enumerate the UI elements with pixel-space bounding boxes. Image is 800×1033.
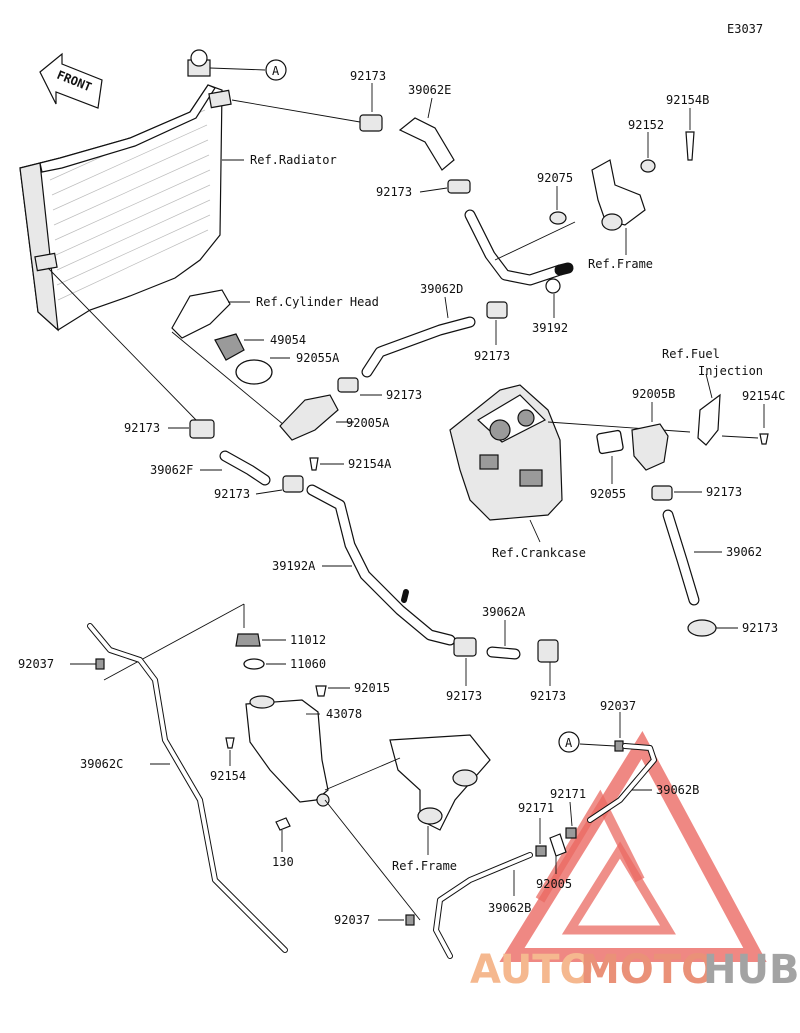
label-92037-a: 92037: [18, 657, 54, 671]
label-92173-e: 92173: [124, 421, 160, 435]
label-ref-frame-b: Ref.Frame: [392, 859, 457, 873]
diagram-code: E3037: [727, 22, 763, 36]
label-49054: 49054: [270, 333, 306, 347]
label-130: 130: [272, 855, 294, 869]
label-92173-d: 92173: [474, 349, 510, 363]
watermark-moto: MOTO: [580, 947, 715, 993]
label-92154c: 92154C: [742, 389, 785, 403]
label-92055: 92055: [590, 487, 626, 501]
label-92173-j: 92173: [530, 689, 566, 703]
label-39062b-a: 39062B: [656, 783, 699, 797]
label-92037-c: 92037: [334, 913, 370, 927]
watermark-auto: AUTO: [470, 947, 594, 993]
label-92075: 92075: [537, 171, 573, 185]
label-ref-fuel-2: Injection: [698, 364, 763, 378]
label-92015: 92015: [354, 681, 390, 695]
watermark-triangle-outer: [499, 731, 767, 962]
label-92055a: 92055A: [296, 351, 340, 365]
label-ref-radiator: Ref.Radiator: [250, 153, 337, 167]
watermark-triangle-inner: [561, 841, 676, 935]
label-ref-frame-a: Ref.Frame: [588, 257, 653, 271]
reservoir-tank: [245, 695, 330, 807]
label-39192: 39192: [532, 321, 568, 335]
label-92154b: 92154B: [666, 93, 709, 107]
label-92171-b: 92171: [518, 801, 554, 815]
watermark: AUTO MOTO HUB: [470, 731, 799, 993]
label-92152: 92152: [628, 118, 664, 132]
label-11060: 11060: [290, 657, 326, 671]
label-39062a: 39062A: [482, 605, 526, 619]
label-92171-a: 92171: [550, 787, 586, 801]
label-92173-g: 92173: [706, 485, 742, 499]
label-39062c: 39062C: [80, 757, 123, 771]
label-ref-cyl-head: Ref.Cylinder Head: [256, 295, 379, 309]
label-ref-crankcase: Ref.Crankcase: [492, 546, 586, 560]
radiator: [19, 49, 232, 332]
label-39062b-b: 39062B: [488, 901, 531, 915]
front-arrow-icon: FRONT: [39, 52, 103, 109]
label-92173-f: 92173: [214, 487, 250, 501]
label-39062f: 39062F: [150, 463, 193, 477]
label-39192a: 39192A: [272, 559, 316, 573]
label-92173-h: 92173: [742, 621, 778, 635]
svg-text:A: A: [272, 64, 280, 78]
label-ref-fuel-1: Ref.Fuel: [662, 347, 720, 361]
label-43078: 43078: [326, 707, 362, 721]
label-39062e: 39062E: [408, 83, 451, 97]
label-92005b: 92005B: [632, 387, 675, 401]
label-92154a: 92154A: [348, 457, 392, 471]
connector-a-bottom-icon: [558, 731, 580, 753]
label-92173-a: 92173: [350, 69, 386, 83]
label-39062: 39062: [726, 545, 762, 559]
label-39062d: 39062D: [420, 282, 463, 296]
svg-text:A: A: [565, 736, 573, 750]
watermark-triangle-zig: [535, 789, 645, 903]
crankcase: [449, 384, 563, 521]
label-92173-b: 92173: [376, 185, 412, 199]
label-11012: 11012: [290, 633, 326, 647]
connector-a-top-icon: [265, 59, 287, 81]
label-92005a: 92005A: [346, 416, 390, 430]
watermark-hub: HUB: [703, 947, 799, 993]
label-92173-c: 92173: [386, 388, 422, 402]
label-92173-i: 92173: [446, 689, 482, 703]
label-92037-b: 92037: [600, 699, 636, 713]
label-92005: 92005: [536, 877, 572, 891]
label-92154: 92154: [210, 769, 246, 783]
